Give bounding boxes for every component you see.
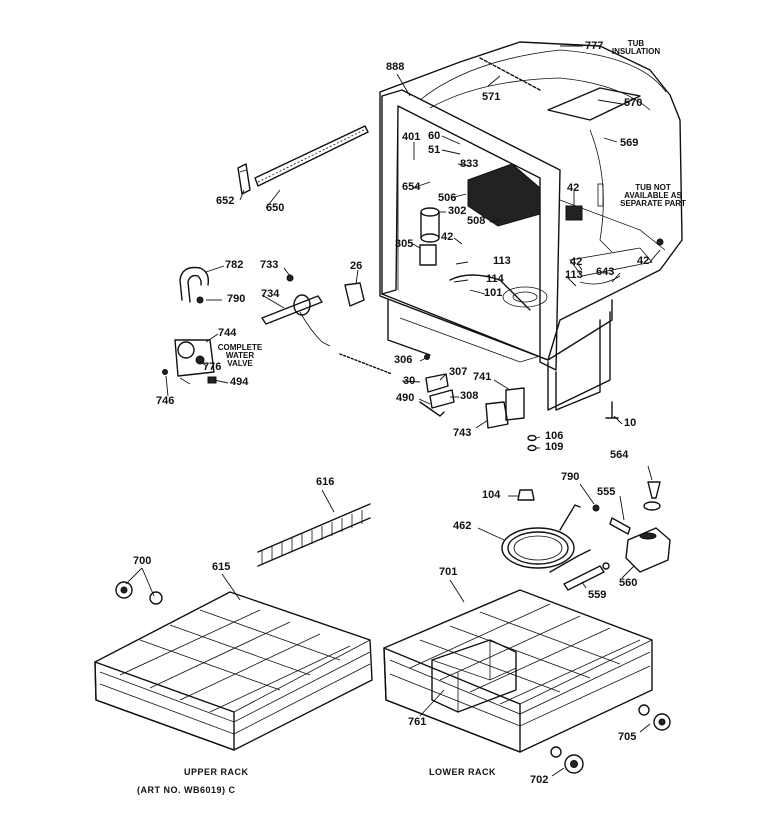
part-746-label: 746 [156, 395, 175, 407]
tub-assembly [379, 41, 683, 411]
part-307-label: 307 [449, 366, 468, 378]
tub-insulation-note: TUB INSULATION [611, 39, 661, 56]
part-615-label: 615 [212, 561, 231, 573]
tub-not-available-note: TUB NOT AVAILABLE AS SEPARATE PART [620, 183, 686, 208]
part-571-label: 571 [482, 91, 501, 103]
part-42c-label: 42 [570, 256, 583, 268]
part-570-label: 570 [624, 97, 643, 109]
part-305-label: 305 [395, 238, 414, 250]
part-744-label: 744 [218, 327, 237, 339]
part-26-label: 26 [350, 260, 363, 272]
complete-water-valve-note: COMPLETE WATER VALVE [217, 343, 263, 368]
left-loose-parts [162, 125, 619, 452]
leader-lines [125, 45, 661, 777]
part-506-label: 506 [438, 192, 457, 204]
part-700-label: 700 [133, 555, 152, 567]
part-782-label: 782 [225, 259, 244, 271]
part-42b-label: 42 [441, 231, 454, 243]
part-42a-label: 42 [567, 182, 580, 194]
middle-loose-parts [257, 481, 671, 591]
part-104-label: 104 [482, 489, 501, 501]
part-114-label: 114 [486, 273, 504, 285]
part-777-label: 777 [585, 40, 604, 52]
part-776-label: 776 [203, 361, 222, 373]
part-508-label: 508 [467, 215, 486, 227]
part-702-label: 702 [530, 774, 549, 786]
part-743-label: 743 [453, 427, 472, 439]
part-833-label: 833 [460, 158, 479, 170]
part-616-label: 616 [316, 476, 335, 488]
part-790b-label: 790 [561, 471, 580, 483]
art-number-caption: (ART NO. WB6019) C [137, 785, 236, 795]
part-113b-label: 113 [565, 269, 583, 281]
part-761-label: 761 [408, 716, 427, 728]
part-101-label: 101 [484, 287, 503, 299]
part-30-label: 30 [403, 375, 416, 387]
part-113a-label: 113 [493, 255, 511, 267]
part-734-label: 734 [261, 288, 280, 300]
part-705-label: 705 [618, 731, 637, 743]
part-306-label: 306 [394, 354, 413, 366]
part-701-label: 701 [439, 566, 458, 578]
upper-rack-caption: UPPER RACK [184, 767, 249, 777]
part-790a-label: 790 [227, 293, 246, 305]
part-490-label: 490 [396, 392, 415, 404]
part-401-label: 401 [402, 131, 421, 143]
part-60-label: 60 [428, 130, 441, 142]
part-564-label: 564 [610, 449, 629, 461]
part-555-label: 555 [597, 486, 616, 498]
part-302-label: 302 [448, 205, 467, 217]
part-888-label: 888 [386, 61, 405, 73]
part-462-label: 462 [453, 520, 472, 532]
lower-rack-caption: LOWER RACK [429, 767, 496, 777]
part-106-label: 106 [545, 430, 564, 442]
part-109-label: 109 [545, 441, 564, 453]
part-654-label: 654 [402, 181, 421, 193]
part-741-label: 741 [473, 371, 492, 383]
part-51-label: 51 [428, 144, 441, 156]
part-650-label: 650 [266, 202, 285, 214]
part-560-label: 560 [619, 577, 638, 589]
part-42d-label: 42 [637, 255, 650, 267]
part-559-label: 559 [588, 589, 607, 601]
part-308-label: 308 [460, 390, 479, 402]
part-652-label: 652 [216, 195, 235, 207]
upper-rack [94, 581, 373, 751]
lower-rack [383, 589, 671, 774]
part-494-label: 494 [230, 376, 249, 388]
part-643-label: 643 [596, 266, 615, 278]
part-733-label: 733 [260, 259, 279, 271]
part-569-label: 569 [620, 137, 639, 149]
part-10-label: 10 [624, 417, 637, 429]
